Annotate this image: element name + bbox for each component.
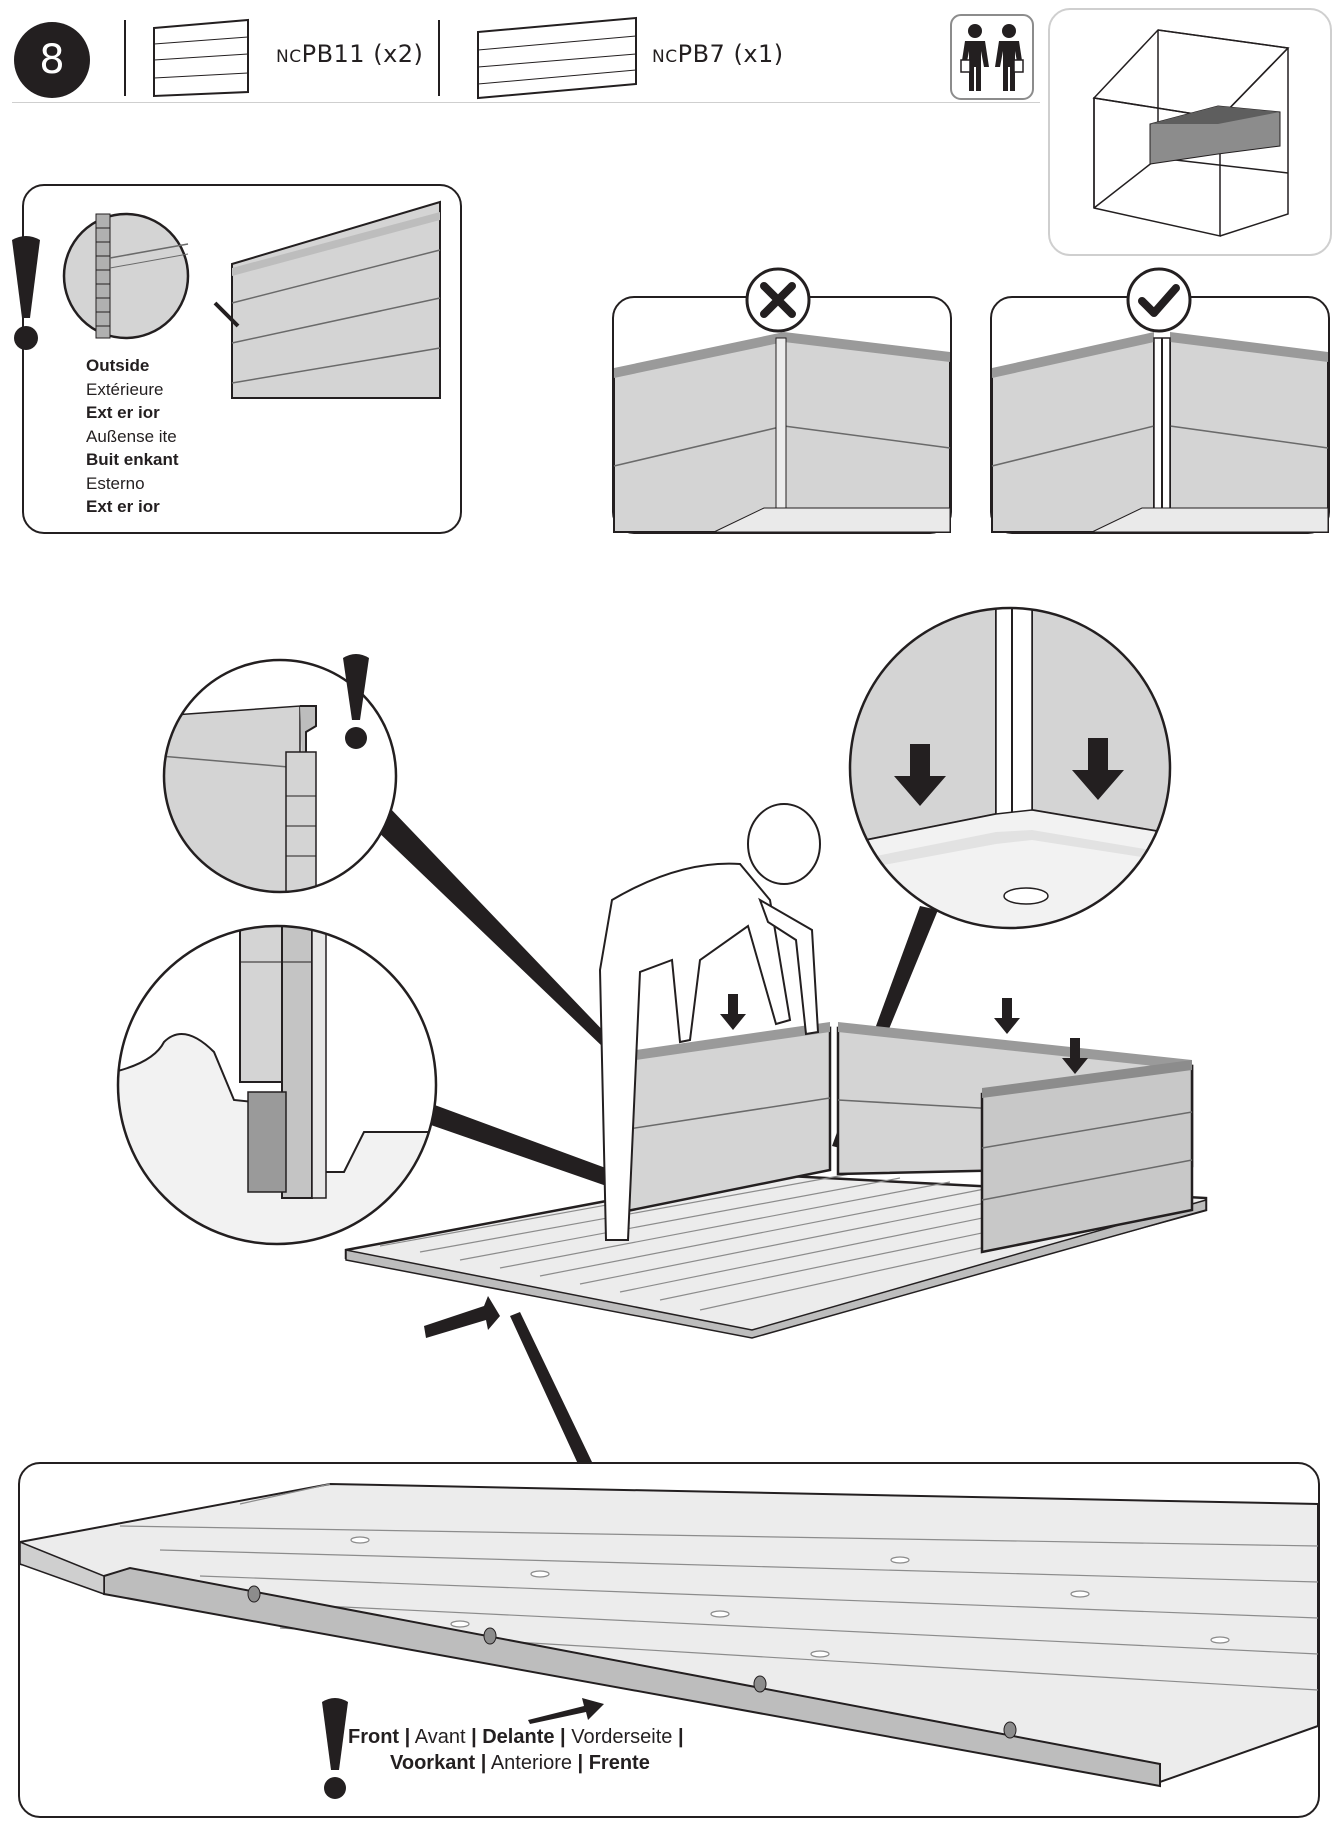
part-prefix: NC bbox=[652, 47, 678, 67]
label-pt: Ext er ior bbox=[86, 497, 160, 516]
main-assembly-illustration bbox=[344, 803, 1208, 1464]
panel-detail-illustration bbox=[62, 200, 441, 399]
front-label-line-2: Voorkant | Anteriore | Frente bbox=[390, 1750, 650, 1776]
separator: | bbox=[677, 1726, 684, 1748]
front-fr: Avant bbox=[414, 1726, 466, 1748]
part-label-pb7: NCPB7 (x1) bbox=[652, 40, 784, 68]
label-nl: Buit enkant bbox=[86, 450, 179, 469]
divider bbox=[438, 20, 440, 96]
panel-pb11-icon bbox=[153, 18, 249, 98]
shed-wireframe-icon bbox=[1092, 29, 1290, 237]
part-prefix: NC bbox=[276, 47, 302, 67]
panel-pb7-icon bbox=[477, 16, 637, 100]
part-code: PB11 bbox=[301, 40, 366, 68]
separator: | bbox=[577, 1752, 584, 1774]
header-rule bbox=[12, 102, 1040, 103]
front-de: Vorderseite bbox=[571, 1726, 673, 1748]
right-corner-illustration bbox=[991, 332, 1329, 533]
label-fr: Extérieure bbox=[86, 379, 164, 399]
wrong-corner-illustration bbox=[613, 332, 951, 533]
label-it: Esterno bbox=[86, 473, 145, 493]
front-pt: Frente bbox=[588, 1752, 650, 1774]
separator: | bbox=[560, 1726, 566, 1748]
divider bbox=[124, 20, 126, 96]
warning-icon bbox=[343, 654, 369, 749]
front-it: Anteriore bbox=[490, 1752, 572, 1774]
check-icon bbox=[1126, 267, 1192, 333]
separator: | bbox=[480, 1752, 487, 1774]
part-label-pb11: NCPB11 (x2) bbox=[276, 40, 423, 68]
warning-icon bbox=[12, 236, 40, 350]
label-en: Outside bbox=[86, 356, 150, 375]
floor-channel-detail-circle bbox=[116, 924, 438, 1246]
outside-labels: Outside Extérieure Ext er ior Außense it… bbox=[86, 354, 179, 519]
floor-front-edge-illustration bbox=[19, 1482, 1319, 1788]
separator: | bbox=[471, 1726, 477, 1748]
separator: | bbox=[404, 1726, 411, 1748]
front-en: Front bbox=[348, 1726, 400, 1748]
part-qty: (x1) bbox=[733, 40, 784, 68]
part-code: PB7 bbox=[677, 40, 726, 68]
warning-icon bbox=[322, 1698, 348, 1799]
label-de: Außense ite bbox=[86, 426, 177, 446]
cross-icon bbox=[745, 267, 811, 333]
corner-slide-detail-circle bbox=[848, 606, 1172, 930]
front-label-line-1: Front | Avant | Delante | Vorderseite | bbox=[348, 1724, 684, 1750]
part-qty: (x2) bbox=[373, 40, 424, 68]
front-arrow-icon bbox=[528, 1698, 604, 1724]
panel-edge-detail-circle bbox=[162, 658, 398, 894]
two-people-icon bbox=[950, 14, 1034, 100]
front-es: Delante bbox=[482, 1726, 555, 1748]
front-nl: Voorkant bbox=[390, 1752, 476, 1774]
label-es: Ext er ior bbox=[86, 403, 160, 422]
step-number-badge: 8 bbox=[14, 22, 90, 98]
